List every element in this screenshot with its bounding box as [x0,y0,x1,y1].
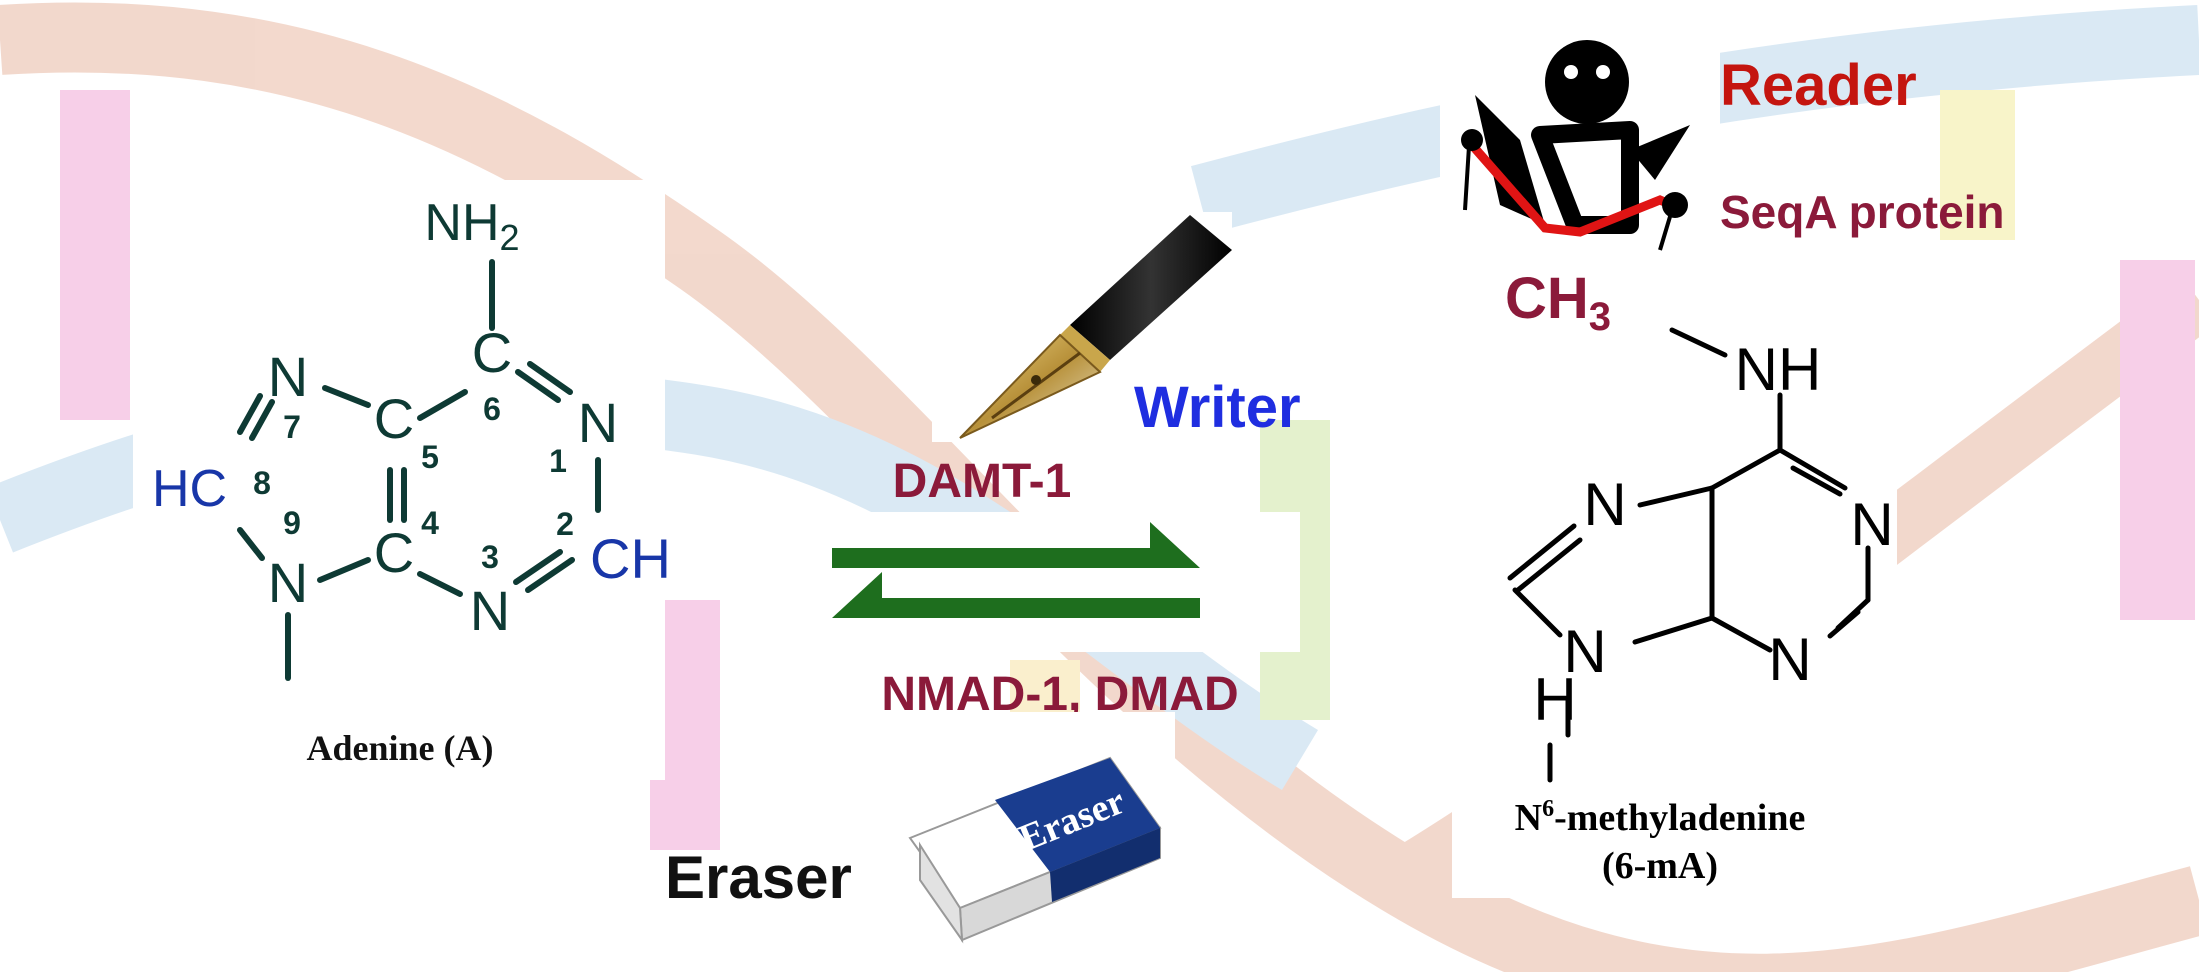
adenine-n9: N [268,551,308,614]
arrows-panel [760,512,1300,652]
adenine-num7: 7 [283,409,301,445]
methyladenine-n-left: N [1583,471,1626,538]
equilibrium-arrows [832,522,1200,618]
writer-enzyme-label: DAMT-1 [893,455,1072,508]
methyladenine-panel [1452,258,1897,898]
methyladenine-nh: NH [1735,336,1822,403]
methyladenine-nh-bottom-h: H [1533,666,1576,733]
methyladenine-abbr: (6-mA) [1602,845,1718,887]
adenine-num5: 5 [421,439,439,475]
forward-arrow [832,522,1200,568]
methyladenine-structure [1507,327,1871,783]
writer-label: Writer [1134,375,1301,440]
eraser-label: Eraser [665,844,852,911]
methyladenine-nh-bottom-n: N [1563,618,1606,685]
methyl-group-label: CH3 [1505,266,1611,339]
reverse-arrow [832,572,1200,618]
adenine-num4: 4 [421,505,439,541]
methyladenine-n-bottom: N [1768,626,1811,693]
adenine-n3: N [470,579,510,642]
adenine-num9: 9 [283,505,301,541]
adenine-num6: 6 [483,391,501,427]
methyladenine-atom-labels: NH N N N N H N6-methyladenine (6-mA) [1515,336,1894,887]
reader-protein-label: SeqA protein [1720,186,2005,238]
adenine-num2: 2 [556,506,574,542]
adenine-c5: C [374,387,414,450]
methyladenine-name: N6-methyladenine [1515,796,1806,839]
adenine-c6: C [472,321,512,384]
adenine-panel [133,180,665,780]
adenine-nh2: NH2 [424,194,519,258]
adenine-n7: N [268,345,308,408]
adenine-ch: CH [590,527,671,590]
adenine-atom-labels: NH2 C 6 N 1 2 CH 3 N C 5 C 4 N 7 HC 8 9 … [152,194,671,768]
adenine-hc: HC [152,460,227,518]
adenine-name: Adenine (A) [307,728,494,768]
adenine-structure [237,259,601,681]
adenine-num3: 3 [481,539,499,575]
fountain-pen-icon [932,212,1232,442]
reader-label: Reader [1720,53,1917,118]
adenine-c4: C [374,521,414,584]
adenine-n1: N [578,391,618,454]
reader-icon [1440,40,1720,255]
methyladenine-n-right: N [1850,491,1893,558]
adenine-num1: 1 [549,443,567,479]
eraser-block-icon: Eraser [908,712,1175,962]
adenine-num8: 8 [253,465,271,501]
